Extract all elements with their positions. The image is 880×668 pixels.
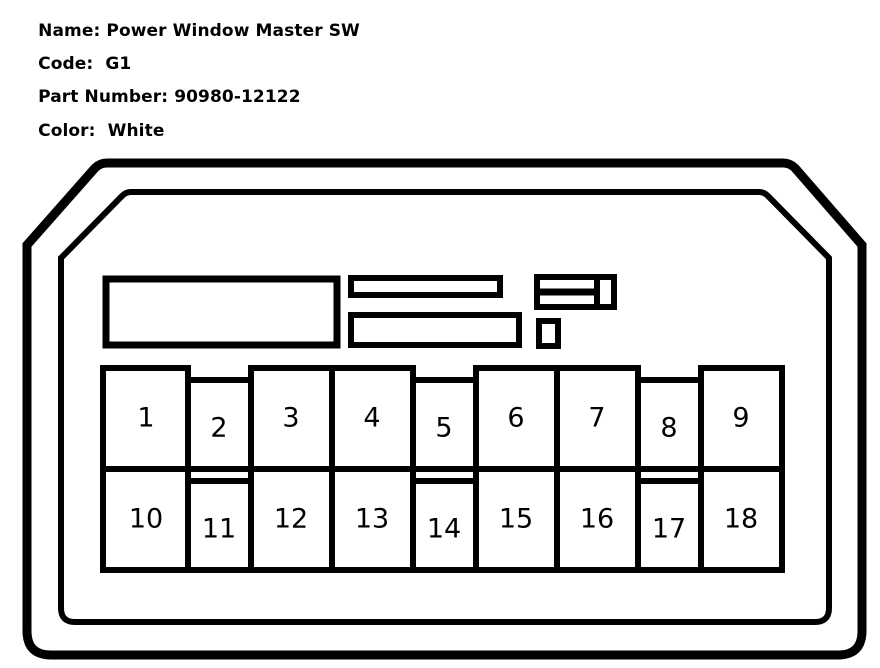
pin-cell-13[interactable] xyxy=(329,466,416,573)
pin-label-12: 12 xyxy=(274,504,308,535)
pin-label-4: 4 xyxy=(363,403,380,434)
info-label-name: Name: xyxy=(38,21,101,41)
pin-label-14: 14 xyxy=(427,514,461,545)
info-label-color: Color: xyxy=(38,121,96,141)
info-value-code: G1 xyxy=(105,54,132,74)
pin-cell-16[interactable] xyxy=(554,466,641,573)
connector-inner-shell xyxy=(58,189,832,625)
pin-label-18: 18 xyxy=(724,504,758,535)
small-square-slot-feature xyxy=(536,318,561,349)
pin-cell-17[interactable] xyxy=(635,478,704,573)
lower-wide-slot-feature xyxy=(348,312,522,348)
info-value-color: White xyxy=(107,121,165,141)
pin-number-labels: 1 2 3 4 5 6 7 8 9 10 11 12 13 14 15 16 1… xyxy=(129,403,758,545)
large-slot-feature xyxy=(102,275,341,349)
pin-label-6: 6 xyxy=(507,403,524,434)
upper-narrow-slot-feature xyxy=(348,275,503,298)
pin-label-3: 3 xyxy=(282,403,299,434)
pin-label-16: 16 xyxy=(580,504,614,535)
pin-cell-18[interactable] xyxy=(698,466,785,573)
pin-label-8: 8 xyxy=(660,413,677,444)
info-label-part-number: Part Number: xyxy=(38,87,169,107)
pin-row-top xyxy=(100,365,785,472)
pin-label-17: 17 xyxy=(652,514,686,545)
pin-label-7: 7 xyxy=(588,403,605,434)
pin-label-11: 11 xyxy=(202,514,236,545)
pin-label-5: 5 xyxy=(435,413,452,444)
pin-label-10: 10 xyxy=(129,504,163,535)
info-line-name: Name: Power Window Master SW xyxy=(2,6,360,57)
info-line-code: Code: G1 xyxy=(2,39,131,90)
pin-row-bottom xyxy=(100,466,785,573)
info-label-code: Code: xyxy=(38,54,94,74)
pin-cell-15[interactable] xyxy=(473,466,560,573)
pin-label-2: 2 xyxy=(210,413,227,444)
pin-label-13: 13 xyxy=(355,504,389,535)
connector-outer-shell xyxy=(22,158,867,660)
info-line-color: Color: White xyxy=(2,106,164,157)
pin-label-1: 1 xyxy=(137,403,154,434)
info-line-part-number: Part Number: 90980-12122 xyxy=(2,72,301,123)
info-value-name: Power Window Master SW xyxy=(106,21,360,41)
pin-cell-12[interactable] xyxy=(248,466,335,573)
pin-label-9: 9 xyxy=(732,403,749,434)
pin-label-15: 15 xyxy=(499,504,533,535)
info-value-part-number: 90980-12122 xyxy=(174,87,301,107)
double-slot-block-feature xyxy=(534,274,617,310)
